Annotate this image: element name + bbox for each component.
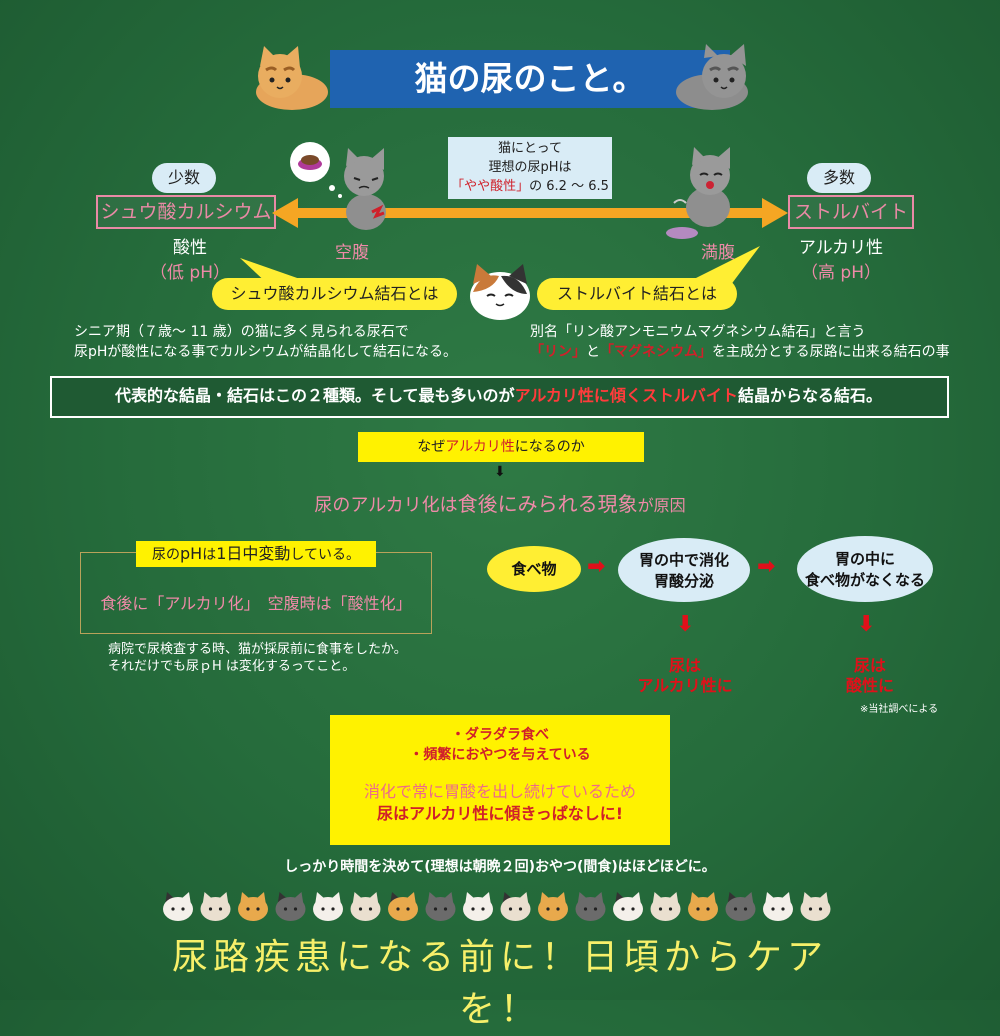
ph-title-a: 尿の: [152, 547, 181, 563]
flow-stomach2-b: 食べ物がなくなる: [804, 571, 925, 589]
flow-stomach1-a: 胃の中で消化: [638, 551, 729, 569]
flow-stomach2-a: 胃の中に: [834, 550, 895, 568]
flow-stomach1-b: 胃酸分泌: [653, 572, 714, 590]
desc-right-line2: 「リン」と「マグネシウム」を主成分とする尿路に出来る結石の事: [530, 342, 980, 362]
why-prefix: なぜ: [417, 439, 446, 455]
cat-face-row: [160, 890, 840, 924]
bubble-calcium-oxalate: シュウ酸カルシウム結石とは: [212, 278, 457, 310]
desc-left-line2: 尿pHが酸性になる事でカルシウムが結晶化して結石になる。: [74, 344, 457, 360]
state-label-left: 空腹: [335, 243, 369, 263]
why-red: アルカリ性: [445, 439, 515, 455]
desc-right-red1: 「リン」: [530, 344, 586, 360]
hungry-cat-icon: [290, 142, 386, 230]
gray-cat-icon: [676, 44, 748, 110]
ideal-ph-range: の 6.2 ～ 6.5: [529, 179, 609, 194]
flow-result1-b: アルカリ性に: [637, 676, 733, 695]
flow-arrow-down-2: ⬇: [857, 612, 876, 637]
advice-text: しっかり時間を決めて(理想は朝晩２回)おやつ(間食)はほどほどに。: [284, 859, 716, 875]
page-title: 猫の尿のこと。: [414, 59, 646, 98]
habit-line2: 尿はアルカリ性に傾きっぱなしに!: [376, 804, 624, 823]
ph-note: 病院で尿検査する時、猫が採尿前に食事をしたか。 それだけでも尿ｐH は変化するっ…: [108, 641, 448, 675]
ideal-ph-highlight: 「やや酸性」: [451, 179, 530, 194]
why-suffix: になるのか: [514, 439, 585, 455]
ideal-ph-line3: 「やや酸性」の 6.2 ～ 6.5: [448, 177, 612, 196]
ph-note-line1: 病院で尿検査する時、猫が採尿前に食事をしたか。: [108, 642, 407, 657]
flow-result-alkaline: 尿は アルカリ性に: [628, 656, 742, 696]
summary-banner-frame: [50, 376, 949, 418]
desc-left-line1: シニア期（７歳～ 11 歳）の猫に多く見られる尿石で: [74, 324, 409, 340]
ph-title-e: している。: [290, 547, 360, 563]
why-answer-pink: 尿のアルカリ化は: [314, 495, 458, 516]
habit-bullet1: ・ダラダラ食べ: [451, 727, 549, 743]
flow-arrow-2: ➡: [757, 554, 776, 579]
banner-red: アルカリ性に傾くストルバイト: [514, 386, 738, 405]
ph-left: （低 pH）: [150, 263, 230, 283]
desc-struvite: 別名「リン酸アンモニウムマグネシウム結石」と言う 「リン」と「マグネシウム」を主…: [530, 322, 980, 362]
count-label-left: 少数: [152, 163, 216, 193]
flow-stomach-empty: 胃の中に 食べ物がなくなる: [797, 536, 933, 602]
flow-result-acidic: 尿は 酸性に: [820, 656, 920, 696]
ph-title-c: は: [202, 547, 217, 563]
ideal-ph-line2: 理想の尿pHは: [488, 160, 572, 175]
why-question: なぜアルカリ性になるのか: [358, 432, 644, 462]
ph-scale-arrow: [272, 198, 788, 228]
flow-arrow-down-1: ⬇: [676, 612, 695, 637]
ph-title-b: pH: [180, 544, 203, 563]
ph-variation-line: 食後に「アルカリ化」 空腹時は「酸性化」: [100, 594, 412, 613]
source-note: ※当社調べによる: [860, 704, 939, 715]
count-label-right: 多数: [807, 163, 871, 193]
ph-note-line2: それだけでも尿ｐH は変化するってこと。: [108, 659, 356, 674]
desc-right-tail: を主成分とする尿路に出来る結石の事: [712, 344, 950, 360]
ph-title-d: 1日中変動: [216, 544, 291, 563]
state-label-right: 満腹: [701, 243, 735, 263]
flow-stomach-digest: 胃の中で消化 胃酸分泌: [618, 538, 750, 602]
desc-right-red2: 「マグネシウム」: [600, 344, 712, 360]
property-right: アルカリ性: [798, 238, 884, 258]
why-answer-pink-big: 食後にみられる現象: [457, 492, 638, 516]
calico-cat-icon: [470, 264, 530, 320]
flow-food: 食べ物: [487, 546, 581, 592]
banner-part2: 結晶からなる結石。: [737, 386, 882, 405]
habit-bullet2: ・頻繁におやつを与えている: [409, 747, 591, 763]
summary-banner: 代表的な結晶・結石はこの２種類。そして最も多いのがアルカリ性に傾くストルバイト結…: [50, 376, 947, 416]
down-arrow-icon: ⬇: [494, 464, 506, 480]
ph-right: （高 pH）: [801, 263, 881, 283]
ideal-ph-box: 猫にとって 理想の尿pHは 「やや酸性」の 6.2 ～ 6.5: [448, 137, 612, 199]
habit-warning-box: ・ダラダラ食べ ・頻繁におやつを与えている 消化で常に胃酸を出し続けているため …: [330, 715, 670, 845]
bubble-struvite: ストルバイト結石とは: [537, 278, 737, 310]
flow-arrow-1: ➡: [587, 554, 606, 579]
flow-result2-a: 尿は: [853, 656, 886, 675]
why-answer: 尿のアルカリ化は食後にみられる現象が原因: [270, 488, 730, 517]
why-answer-tail: が原因: [637, 496, 686, 515]
crystal-name-right: ストルバイト: [788, 195, 914, 229]
desc-right-line1: 別名「リン酸アンモニウムマグネシウム結石」と言う: [530, 324, 866, 340]
orange-cat-icon: [256, 46, 328, 110]
ideal-ph-line1: 猫にとって: [498, 141, 562, 156]
ph-variation-title: 尿のpHは1日中変動している。: [136, 541, 376, 567]
full-cat-icon: [666, 147, 730, 239]
title-bar: [330, 50, 730, 108]
flow-result1-a: 尿は: [668, 656, 701, 675]
habit-line1: 消化で常に胃酸を出し続けているため: [363, 782, 636, 801]
flow-result2-b: 酸性に: [845, 676, 894, 695]
desc-calcium-oxalate: シニア期（７歳～ 11 歳）の猫に多く見られる尿石で 尿pHが酸性になる事でカル…: [74, 322, 494, 362]
slogan: 尿路疾患になる前に！日頃からケアを！: [171, 937, 828, 1030]
property-left: 酸性: [173, 238, 207, 258]
cat-faces-icon: [163, 892, 831, 921]
crystal-name-left: シュウ酸カルシウム: [96, 195, 276, 229]
banner-part1: 代表的な結晶・結石はこの２種類。そして最も多いのが: [115, 386, 515, 405]
desc-right-mid: と: [586, 344, 600, 360]
